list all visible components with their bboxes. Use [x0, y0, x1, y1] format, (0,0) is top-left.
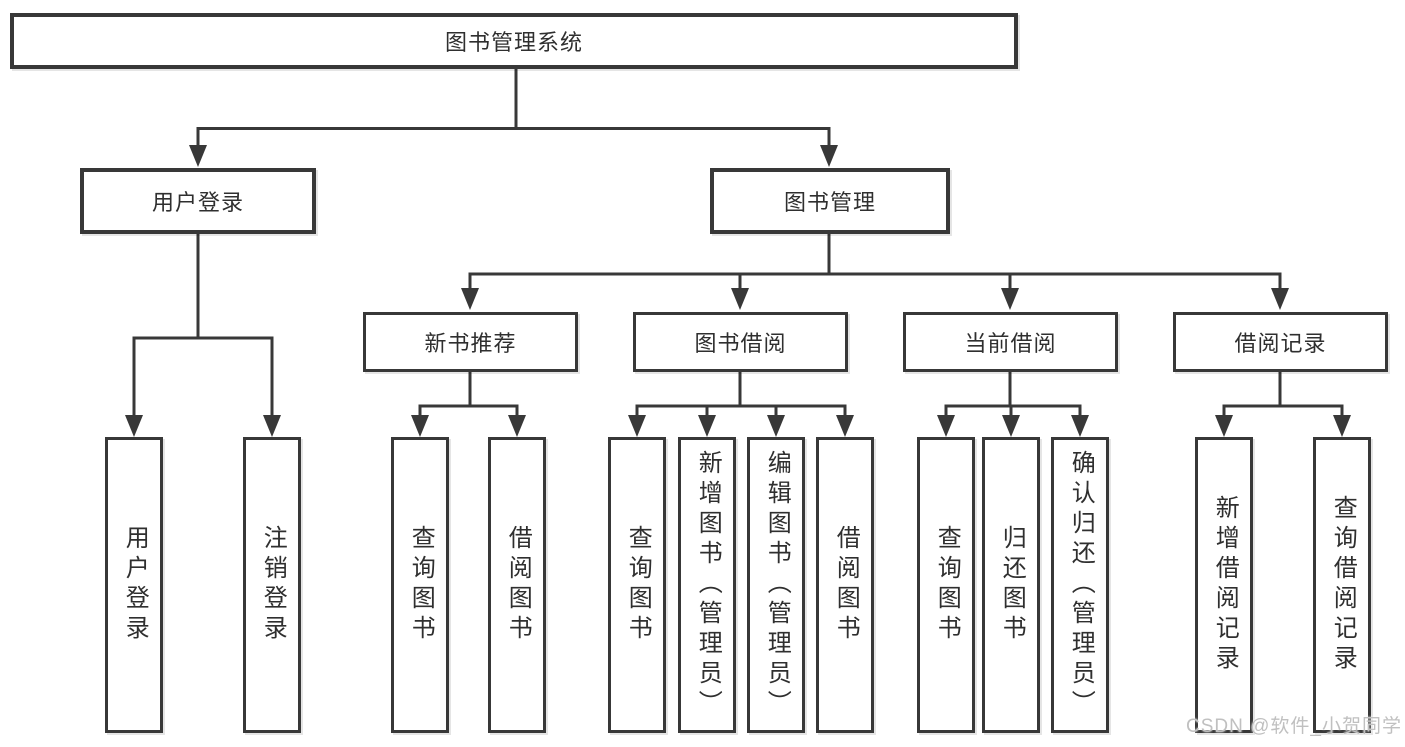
leaf-confirm-return-admin: 确认归还（管理员） — [1051, 437, 1109, 733]
arrowhead-down-icon — [1002, 415, 1020, 437]
leaf-borrow-books-recommend: 借阅图书 — [488, 437, 546, 733]
arrowhead-down-icon — [628, 415, 646, 437]
leaf-borrow-books: 借阅图书 — [816, 437, 874, 733]
leaf-add-borrow-record: 新增借阅记录 — [1195, 437, 1253, 733]
arrowhead-down-icon — [1001, 288, 1019, 310]
arrowhead-down-icon — [125, 415, 143, 437]
leaf-return-book: 归还图书 — [982, 437, 1040, 733]
node-user-login: 用户登录 — [80, 168, 316, 234]
arrowhead-down-icon — [1271, 288, 1289, 310]
leaf-edit-book-admin: 编辑图书（管理员） — [747, 437, 805, 733]
arrowhead-down-icon — [767, 415, 785, 437]
node-current-borrow: 当前借阅 — [903, 312, 1118, 372]
arrowhead-down-icon — [508, 415, 526, 437]
leaf-query-books-current: 查询图书 — [917, 437, 975, 733]
arrowhead-down-icon — [820, 145, 838, 167]
node-new-book-recommend: 新书推荐 — [363, 312, 578, 372]
arrowhead-down-icon — [698, 415, 716, 437]
arrowhead-down-icon — [731, 288, 749, 310]
arrowhead-down-icon — [937, 415, 955, 437]
leaf-add-book-admin: 新增图书（管理员） — [678, 437, 736, 733]
leaf-query-borrow-record: 查询借阅记录 — [1313, 437, 1371, 733]
arrowhead-down-icon — [1071, 415, 1089, 437]
leaf-query-books-borrow: 查询图书 — [608, 437, 666, 733]
connector-current-borrow-to-leaves — [937, 372, 1089, 437]
connector-user-login-to-leaves — [125, 234, 281, 437]
arrowhead-down-icon — [263, 415, 281, 437]
leaf-query-books-recommend: 查询图书 — [391, 437, 449, 733]
arrowhead-down-icon — [189, 145, 207, 167]
arrowhead-down-icon — [1215, 415, 1233, 437]
connector-borrow-records-to-leaves — [1215, 372, 1351, 437]
connector-new-book-recommend-to-leaves — [411, 372, 526, 437]
node-book-management: 图书管理 — [710, 168, 950, 234]
csdn-watermark: CSDN @软件_小贺同学 — [1186, 716, 1402, 737]
leaf-user-login: 用户登录 — [105, 437, 163, 733]
leaf-logout: 注销登录 — [243, 437, 301, 733]
arrowhead-down-icon — [461, 288, 479, 310]
arrowhead-down-icon — [1333, 415, 1351, 437]
node-root-system: 图书管理系统 — [10, 13, 1018, 69]
arrowhead-down-icon — [411, 415, 429, 437]
connector-book-management-to-modules — [461, 234, 1289, 310]
connector-root-to-branches — [189, 69, 838, 167]
connector-book-borrow-to-leaves — [628, 372, 854, 437]
arrowhead-down-icon — [836, 415, 854, 437]
node-borrow-records: 借阅记录 — [1173, 312, 1388, 372]
node-book-borrow: 图书借阅 — [633, 312, 848, 372]
